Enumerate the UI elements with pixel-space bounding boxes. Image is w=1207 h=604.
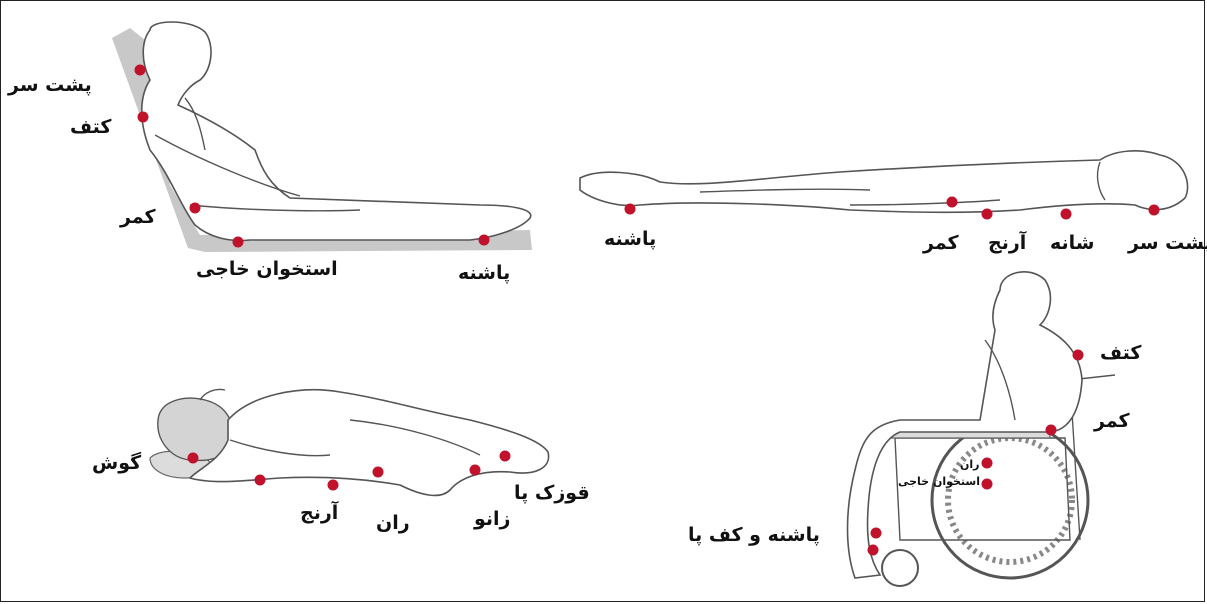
label-ankle-side: قوزک پا <box>514 482 590 504</box>
pressure-dot-heel-reclined <box>479 235 490 246</box>
label-occiput-supine: پشت سر <box>1128 232 1207 254</box>
label-elbow-supine: آرنج <box>988 232 1026 254</box>
pressure-dot-shoulder-wheelchair <box>1073 350 1084 361</box>
label-elbow-side: آرنج <box>300 502 338 524</box>
pressure-dot-elbow-supine <box>982 209 993 220</box>
label-thigh-side: ران <box>376 512 410 534</box>
pressure-dot-lower-back-wheelchair <box>1046 425 1057 436</box>
pressure-dot-elbow2-side <box>328 480 339 491</box>
label-thigh-wheelchair: ران <box>960 458 980 471</box>
pressure-dot-sole-wheelchair <box>868 545 879 556</box>
pressure-dot-thigh-side <box>373 467 384 478</box>
pressure-dot-sacrum-wheelchair <box>982 479 993 490</box>
pressure-dot-heel-wheelchair <box>871 528 882 539</box>
pressure-dot-elbow-side <box>255 475 266 486</box>
pressure-dot-knee-side <box>470 465 481 476</box>
label-heel-reclined: پاشنه <box>458 262 510 284</box>
pressure-dot-lower-back-reclined <box>190 203 201 214</box>
label-shoulder-reclined: کتف <box>70 116 111 138</box>
semi-reclined-figure <box>112 22 532 252</box>
pressure-dot-ear-side <box>188 453 199 464</box>
label-shoulder-supine: شانه <box>1050 232 1094 254</box>
label-sacrum-reclined: استخوان خاجی <box>196 258 338 280</box>
label-knee-side: زانو <box>474 508 511 530</box>
label-lower-back-reclined: کمر <box>120 206 156 228</box>
label-lower-back-wheelchair: کمر <box>1094 410 1130 432</box>
label-ear-side: گوش <box>92 452 141 474</box>
label-heel-sole-wheelchair: پاشنه و کف پا <box>688 524 820 546</box>
pressure-dot-lower-back-supine <box>947 197 958 208</box>
label-shoulder-wheelchair: کتف <box>1100 342 1141 364</box>
pressure-dot-shoulder-supine <box>1061 209 1072 220</box>
pressure-dot-ankle-side <box>500 451 511 462</box>
supine-figure <box>580 151 1188 212</box>
pressure-dot-heel-supine <box>625 204 636 215</box>
label-occiput-reclined: پشت سر <box>8 74 92 96</box>
label-heel-supine: پاشنه <box>604 228 656 250</box>
pressure-dot-occiput-reclined <box>135 65 146 76</box>
pressure-dot-thigh-wheelchair <box>982 458 993 469</box>
pressure-dot-occiput-supine <box>1149 205 1160 216</box>
side-lying-figure <box>150 389 549 495</box>
label-sacrum-wheelchair: استخوان خاجی <box>898 475 980 488</box>
wheelchair-figure <box>848 272 1116 586</box>
pressure-dot-shoulder-reclined <box>138 112 149 123</box>
pressure-dot-sacrum-reclined <box>233 237 244 248</box>
label-lower-back-supine: کمر <box>923 232 959 254</box>
